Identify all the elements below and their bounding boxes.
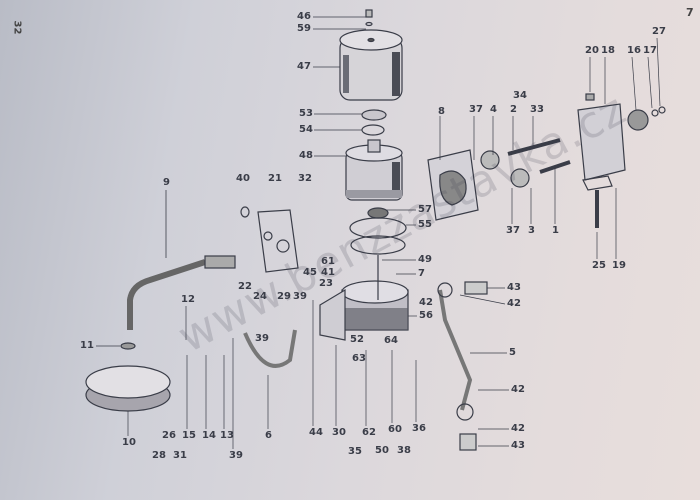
part-label-50: 50 [375, 445, 389, 456]
part-label-43: 43 [511, 440, 525, 451]
part-label-54: 54 [299, 124, 313, 135]
part-label-38: 38 [397, 445, 411, 456]
part-label-35: 35 [348, 446, 362, 457]
part-label-14: 14 [202, 430, 216, 441]
part-label-6: 6 [265, 430, 272, 441]
part-label-34: 34 [513, 90, 527, 101]
part-label-7: 7 [418, 268, 425, 279]
part-label-33: 33 [530, 104, 544, 115]
part-label-49: 49 [418, 254, 432, 265]
part-label-60: 60 [388, 424, 402, 435]
part-label-42: 42 [419, 297, 433, 308]
part-label-46: 46 [297, 11, 311, 22]
part-label-45: 45 [303, 267, 317, 278]
part-label-64: 64 [384, 335, 398, 346]
part-label-27: 27 [652, 26, 666, 37]
part-label-26: 26 [162, 430, 176, 441]
part-label-23: 23 [319, 278, 333, 289]
part-label-48: 48 [299, 150, 313, 161]
part-label-20: 20 [585, 45, 599, 56]
part-label-29: 29 [277, 291, 291, 302]
part-label-41: 41 [321, 267, 335, 278]
part-label-42: 42 [511, 384, 525, 395]
part-label-56: 56 [419, 310, 433, 321]
part-label-25: 25 [592, 260, 606, 271]
page-number: 32 [11, 20, 23, 35]
part-label-42: 42 [507, 298, 521, 309]
part-label-24: 24 [253, 291, 267, 302]
part-label-36: 36 [412, 423, 426, 434]
part-label-63: 63 [352, 353, 366, 364]
part-label-18: 18 [601, 45, 615, 56]
part-label-5: 5 [509, 347, 516, 358]
corner-mark: 7 [686, 6, 694, 19]
part-label-40: 40 [236, 173, 250, 184]
part-label-21: 21 [268, 173, 282, 184]
part-label-10: 10 [122, 437, 136, 448]
part-label-44: 44 [309, 427, 323, 438]
part-label-3: 3 [528, 225, 535, 236]
part-label-31: 31 [173, 450, 187, 461]
part-label-43: 43 [507, 282, 521, 293]
part-label-53: 53 [299, 108, 313, 119]
part-label-52: 52 [350, 334, 364, 345]
part-label-15: 15 [182, 430, 196, 441]
filter-element-48 [345, 139, 403, 201]
part-label-9: 9 [163, 177, 170, 188]
part-label-16: 16 [627, 45, 641, 56]
part-label-28: 28 [152, 450, 166, 461]
part-label-2: 2 [510, 104, 517, 115]
part-label-11: 11 [80, 340, 94, 351]
part-label-47: 47 [297, 61, 311, 72]
part-label-62: 62 [362, 427, 376, 438]
part-label-37: 37 [506, 225, 520, 236]
part-label-32: 32 [298, 173, 312, 184]
part-label-8: 8 [438, 106, 445, 117]
part-label-42: 42 [511, 423, 525, 434]
part-label-12: 12 [181, 294, 195, 305]
part-label-17: 17 [643, 45, 657, 56]
part-label-55: 55 [418, 219, 432, 230]
part-label-1: 1 [552, 225, 559, 236]
part-label-13: 13 [220, 430, 234, 441]
part-label-61: 61 [321, 256, 335, 267]
part-label-39: 39 [293, 291, 307, 302]
part-label-39: 39 [229, 450, 243, 461]
part-label-59: 59 [297, 23, 311, 34]
filter-housing-56 [319, 255, 409, 341]
part-label-57: 57 [418, 204, 432, 215]
filter-cover-47 [339, 29, 403, 101]
part-label-22: 22 [238, 281, 252, 292]
part-label-37: 37 [469, 104, 483, 115]
part-label-39: 39 [255, 333, 269, 344]
part-label-4: 4 [490, 104, 497, 115]
part-label-30: 30 [332, 427, 346, 438]
part-label-19: 19 [612, 260, 626, 271]
